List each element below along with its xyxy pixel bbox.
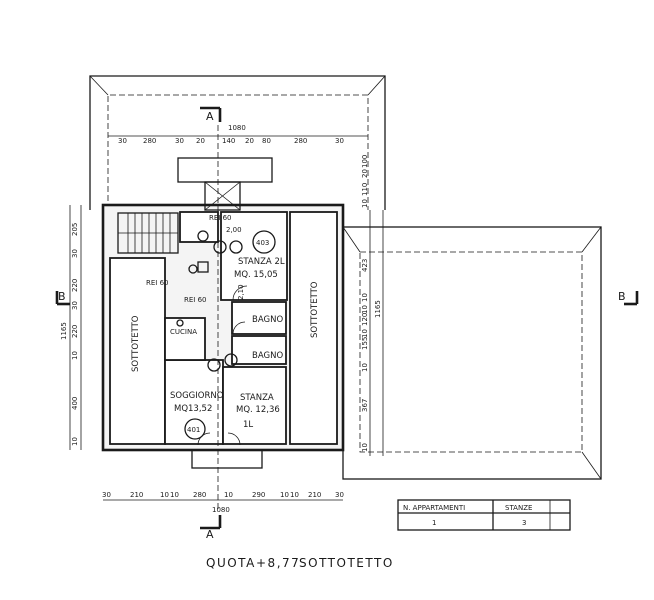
- right-dim-8: 10: [361, 329, 369, 338]
- section-b-left-label: B: [58, 290, 67, 303]
- top-dim-5: 20: [245, 137, 254, 145]
- section-markers: [55, 106, 639, 530]
- fixtures: [176, 230, 248, 446]
- right-total-dimension: 1165: [374, 300, 382, 318]
- bottom-total-dimension: 1080: [212, 506, 230, 514]
- cucina-label: CUCINA: [170, 328, 197, 336]
- bottom-dim-6: 290: [252, 491, 265, 499]
- top-dim-2: 30: [175, 137, 184, 145]
- terrace-outline: [342, 226, 602, 480]
- height-210-label: 2,10: [237, 284, 245, 300]
- right-dim-3: 10: [361, 199, 369, 208]
- rei60-b-label: REI 60: [184, 296, 206, 304]
- top-dim-1: 280: [143, 137, 156, 145]
- right-dim-1: 20: [361, 169, 369, 178]
- bottom-dim-9: 210: [308, 491, 321, 499]
- top-dim-8: 30: [335, 137, 344, 145]
- left-dim-6: 400: [71, 397, 79, 410]
- table-cell-rooms: 3: [522, 519, 526, 527]
- section-b-right-label: B: [618, 290, 627, 303]
- left-dim-3: 30: [71, 301, 79, 310]
- apartments-table: [397, 499, 571, 531]
- left-dim-5: 10: [71, 351, 79, 360]
- sottotetto-left-label: SOTTOTETTO: [131, 315, 141, 372]
- right-dim-10: 10: [361, 363, 369, 372]
- floor-name: SOTTOTETTO: [299, 556, 394, 570]
- right-dim-11: 367: [361, 399, 369, 412]
- stanza-1-area: MQ. 12,36: [236, 405, 280, 415]
- dimension-lines: [69, 135, 384, 501]
- staircase: [117, 212, 179, 254]
- bottom-dim-8: 10: [290, 491, 299, 499]
- left-dim-7: 10: [71, 437, 79, 446]
- soggiorno-area: MQ13,52: [174, 404, 212, 414]
- right-dim-6: 10: [361, 305, 369, 314]
- stanza-2-name: STANZA 2L: [238, 257, 285, 267]
- section-a-top-label: A: [206, 110, 215, 123]
- left-total-dimension: 1165: [60, 322, 68, 340]
- bottom-dim-1: 210: [130, 491, 143, 499]
- bottom-dim-5: 10: [224, 491, 233, 499]
- stanza-1-name: STANZA: [240, 393, 274, 403]
- bottom-dim-7: 10: [280, 491, 289, 499]
- top-dim-0: 30: [118, 137, 127, 145]
- right-dim-7: 120: [361, 313, 369, 326]
- table-header-rooms: STANZE: [505, 504, 532, 512]
- bottom-dim-2: 10: [160, 491, 169, 499]
- sottotetto-right-label: SOTTOTETTO: [310, 281, 320, 338]
- table-cell-apartments: 1: [432, 519, 436, 527]
- bagno-2-label: BAGNO: [252, 351, 283, 361]
- section-a-bottom-label: A: [206, 528, 215, 541]
- right-dim-0: 110: [361, 183, 369, 196]
- left-dim-2: 220: [71, 279, 79, 292]
- soggiorno-name: SOGGIORNO: [170, 391, 224, 401]
- roof-outline: [89, 75, 386, 210]
- top-dim-6: 80: [262, 137, 271, 145]
- bottom-dim-10: 30: [335, 491, 344, 499]
- stanza-2-area: MQ. 15,05: [234, 270, 278, 280]
- bagno-1-label: BAGNO: [252, 315, 283, 325]
- right-dim-4: 423: [361, 259, 369, 272]
- stanza-2-number: 403: [256, 239, 269, 247]
- left-dim-1: 30: [71, 249, 79, 258]
- left-dim-4: 220: [71, 325, 79, 338]
- bottom-dim-4: 280: [193, 491, 206, 499]
- right-dim-12: 10: [361, 443, 369, 452]
- soggiorno-number: 401: [187, 426, 200, 434]
- bottom-dim-3: 10: [170, 491, 179, 499]
- height-200-label: 2,00: [226, 226, 242, 234]
- rei60-a-label: REI 60: [146, 279, 168, 287]
- right-dim-9: 155: [361, 337, 369, 350]
- building-walls: [101, 157, 345, 469]
- bottom-dim-0: 30: [102, 491, 111, 499]
- left-dim-0: 205: [71, 223, 79, 236]
- top-dim-4: 140: [222, 137, 235, 145]
- table-header-apartments: N. APPARTAMENTI: [403, 504, 465, 512]
- rei60-c-label: REI 60: [209, 214, 231, 222]
- quota-value: +8,77: [256, 556, 300, 570]
- right-dim-5: 10: [361, 293, 369, 302]
- quota-label: QUOTA: [206, 556, 256, 570]
- top-total-dimension: 1080: [228, 124, 246, 132]
- right-dim-2: 100: [361, 155, 369, 168]
- top-dim-3: 20: [196, 137, 205, 145]
- top-dim-7: 280: [294, 137, 307, 145]
- stanza-1-tag: 1L: [243, 420, 253, 430]
